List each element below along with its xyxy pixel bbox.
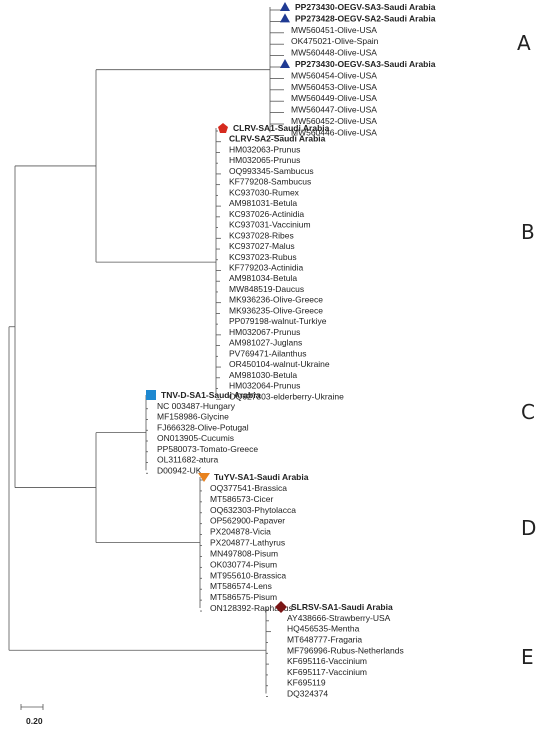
taxon-label: KF695119 xyxy=(287,678,326,688)
taxon-label: FJ666328-Olive-Potugal xyxy=(157,422,249,432)
tree-leaves: PP273430-OEGV-SA3-Saudi ArabiaPP273428-O… xyxy=(146,2,436,699)
clade-label-a: A xyxy=(517,31,531,55)
taxon-label: KF779203-Actinidia xyxy=(229,262,303,272)
taxon-label: HM032067-Prunus xyxy=(229,327,300,337)
taxon-label: PX204878-Vicia xyxy=(210,527,271,537)
clade-label-e: E xyxy=(521,645,534,669)
taxon-label: HM032064-Prunus xyxy=(229,381,300,391)
taxon-label: NC 003487-Hungary xyxy=(157,401,236,411)
taxon-label: HQ456535-Mentha xyxy=(287,624,360,634)
taxon-label: MT586575-Pisum xyxy=(210,592,277,602)
taxon-label: KC937030-Rumex xyxy=(229,187,300,197)
highlighted-taxon-label: SLRSV-SA1-Saudi Arabia xyxy=(291,602,393,612)
tree-branches xyxy=(8,7,284,697)
taxon-label: MF796996-Rubus-Netherlands xyxy=(287,645,404,655)
taxon-label: MW560447-Olive-USA xyxy=(291,105,377,115)
taxon-label: MF158986-Glycine xyxy=(157,412,229,422)
taxon-label: OL311682-atura xyxy=(157,455,219,465)
taxon-label: AM981027-Juglans xyxy=(229,338,302,348)
highlighted-taxon-label: TNV-D-SA1-Saudi Arabia xyxy=(161,390,261,400)
taxon-label: D00942-UK xyxy=(157,465,202,475)
taxon-label: PX204877-Lathyrus xyxy=(210,538,285,548)
clade-label-c: C xyxy=(521,400,535,424)
taxon-label: HM032065-Prunus xyxy=(229,155,300,165)
taxon-label: AM981034-Betula xyxy=(229,273,297,283)
taxon-label: KF779208-Sambucus xyxy=(229,177,311,187)
clade-label-d: D xyxy=(521,516,536,540)
highlight-marker xyxy=(280,13,290,23)
taxon-label: MW560452-Olive-USA xyxy=(291,116,377,126)
taxon-label: MT586574-Lens xyxy=(210,581,272,591)
clade-label-b: B xyxy=(521,220,535,244)
taxon-label: HM032063-Prunus xyxy=(229,144,300,154)
taxon-label: MW560449-Olive-USA xyxy=(291,93,377,103)
taxon-label: MK936236-Olive-Greece xyxy=(229,295,323,305)
taxon-label: KC937023-Rubus xyxy=(229,252,297,262)
taxon-label: OQ377541-Brassica xyxy=(210,483,287,493)
highlighted-taxon-label: CLRV-SA2-Saudi Arabia xyxy=(229,134,326,144)
highlight-marker xyxy=(280,59,290,68)
highlighted-taxon-label: TuYV-SA1-Saudi Arabia xyxy=(214,472,309,482)
highlighted-taxon-label: CLRV-SA1-Saudi Arabia xyxy=(233,123,330,133)
taxon-label: MW848519-Daucus xyxy=(229,284,304,294)
taxon-label: MT955610-Brassica xyxy=(210,570,286,580)
taxon-label: MW560453-Olive-USA xyxy=(291,82,377,92)
taxon-label: OQ627303-elderberry-Ukraine xyxy=(229,391,344,401)
highlight-marker xyxy=(218,123,228,133)
highlight-marker xyxy=(280,2,290,11)
taxon-label: OR450104-walnut-Ukraine xyxy=(229,359,330,369)
taxon-label: OQ993345-Sambucus xyxy=(229,166,314,176)
taxon-label: AM981030-Betula xyxy=(229,370,297,380)
taxon-label: MT586573-Cicer xyxy=(210,494,273,504)
taxon-label: KC937026-Actinidia xyxy=(229,209,304,219)
taxon-label: ON013905-Cucumis xyxy=(157,433,234,443)
taxon-label: AY438666-Strawberry-USA xyxy=(287,613,391,623)
highlight-marker xyxy=(275,601,287,613)
taxon-label: KF695117-Vaccinium xyxy=(287,667,367,677)
taxon-label: OK475021-Olive-Spain xyxy=(291,36,379,46)
taxon-label: AM981031-Betula xyxy=(229,198,297,208)
highlight-marker xyxy=(146,390,156,400)
taxon-label: MW560446-Olive-USA xyxy=(291,127,377,137)
taxon-label: OK030774-Pisum xyxy=(210,559,277,569)
taxon-label: MW560451-Olive-USA xyxy=(291,25,377,35)
taxon-label: MK936235-Olive-Greece xyxy=(229,305,323,315)
taxon-label: KC937028-Ribes xyxy=(229,230,294,240)
scale-bar-label: 0.20 xyxy=(26,716,43,726)
highlighted-taxon-label: PP273430-OEGV-SA3-Saudi Arabia xyxy=(295,59,436,69)
taxon-label: KC937031-Vaccinium xyxy=(229,220,311,230)
highlighted-taxon-label: PP273428-OEGV-SA2-Saudi Arabia xyxy=(295,13,436,23)
taxon-label: ON128392-Raphanus xyxy=(210,603,293,613)
taxon-label: DQ324374 xyxy=(287,689,328,699)
taxon-label: OP562900-Papaver xyxy=(210,516,285,526)
taxon-label: MW560454-Olive-USA xyxy=(291,70,377,80)
taxon-label: OQ632303-Phytolacca xyxy=(210,505,296,515)
taxon-label: MN497808-Pisum xyxy=(210,548,278,558)
taxon-label: PP580073-Tomato-Greece xyxy=(157,444,258,454)
taxon-label: MT648777-Fragaria xyxy=(287,634,362,644)
taxon-label: MW560448-Olive-USA xyxy=(291,48,377,58)
highlighted-taxon-label: PP273430-OEGV-SA3-Saudi Arabia xyxy=(295,2,436,12)
taxon-label: KC937027-Malus xyxy=(229,241,295,251)
taxon-label: KF695116-Vaccinium xyxy=(287,656,367,666)
highlight-marker xyxy=(198,473,210,482)
taxon-label: PP079198-walnut-Turkiye xyxy=(229,316,327,326)
taxon-label: PV769471-Ailanthus xyxy=(229,348,307,358)
